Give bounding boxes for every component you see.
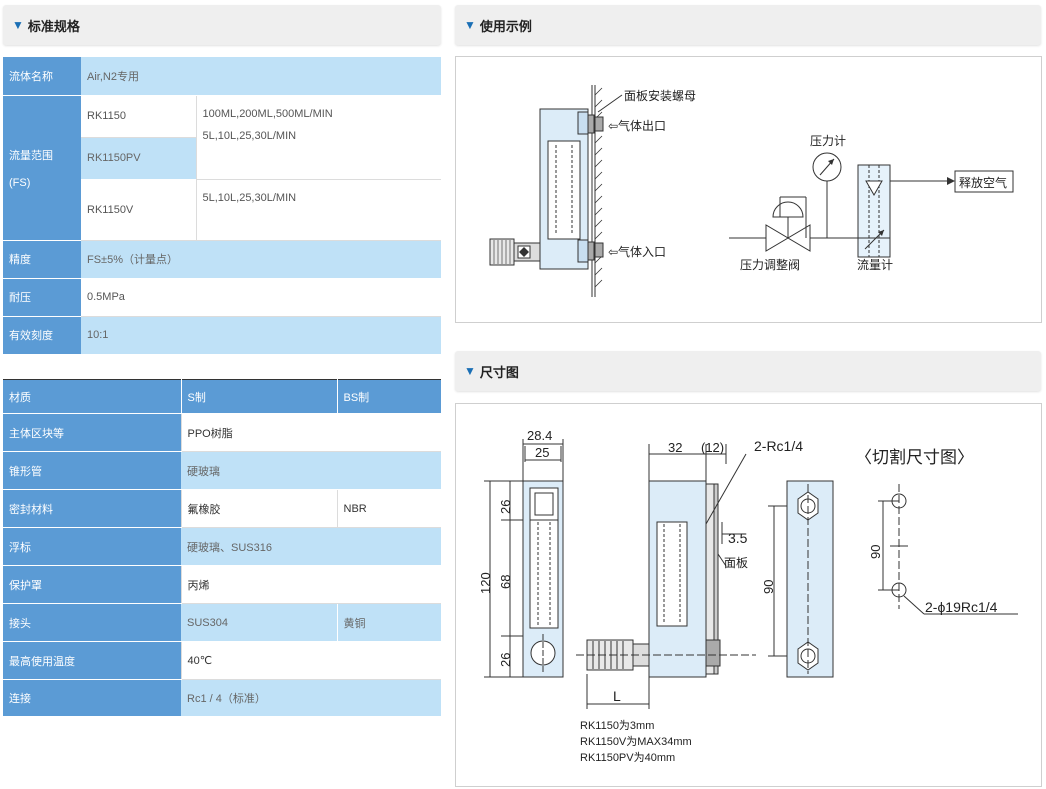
materials-table: 材质 S制 BS制 主体区块等 PPO树脂 锥形管 硬玻璃 密封材料 氟橡胶 N… (3, 379, 441, 717)
pressure-gauge-label: 压力计 (810, 134, 846, 148)
dim-120: 120 (478, 572, 493, 594)
fluid-label: 流体名称 (3, 57, 81, 96)
dims-header: ▼ 尺寸图 (455, 351, 1041, 391)
note-rk1150: RK1150为3mm (580, 719, 654, 732)
panel-label: 面板 (724, 556, 748, 570)
range-label-line1: 流量范围 (9, 149, 53, 162)
model-rk1150pv: RK1150PV (81, 137, 196, 180)
regulator-label: 压力调整阀 (740, 257, 800, 272)
pressure-label: 耐压 (3, 278, 81, 317)
mat-row-label: 连接 (3, 679, 181, 717)
range-label: 流量范围 (FS) (3, 95, 81, 241)
dim-32: 32 (668, 440, 682, 455)
triangle-down-icon: ▼ (464, 18, 476, 32)
dim-68: 68 (498, 575, 513, 589)
spec-title: 标准规格 (27, 18, 80, 34)
panel-screw-label: 面板安装螺母 (624, 88, 696, 103)
mat-row-bs: 黄铜 (336, 603, 441, 642)
dim-90: 90 (761, 580, 776, 594)
dims-diagram: 28.4 25 32 (12) 2-Rc1/4 〈切割尺寸图〉 120 26 6… (478, 428, 1018, 764)
range-2: 5L,10L,25,30L/MIN (202, 129, 297, 142)
mat-row-s: Rc1 / 4（标准） (181, 679, 441, 717)
accuracy-value: FS±5%（计量点） (81, 240, 441, 279)
release-air-label: 释放空气 (959, 175, 1007, 190)
mat-row-s: 氟橡胶 (180, 489, 337, 528)
mat-row-label: 保护罩 (3, 565, 181, 604)
dim-26-bottom: 26 (498, 653, 513, 667)
triangle-down-icon: ▼ (12, 18, 24, 32)
dim-L: L (613, 688, 621, 704)
range-3: 5L,10L,25,30L/MIN (195, 179, 441, 241)
pressure-value: 0.5MPa (81, 278, 441, 317)
model-rk1150v: RK1150V (81, 179, 196, 241)
accuracy-label: 精度 (3, 240, 81, 279)
gas-inlet-label: ⇦气体入口 (608, 244, 666, 259)
mat-row-label: 接头 (3, 603, 181, 642)
mat-row-s: 40℃ (180, 641, 441, 680)
mat-row-s: 丙烯 (180, 565, 441, 604)
dim-26-top: 26 (498, 500, 513, 514)
dim-25: 25 (535, 445, 549, 460)
cut-title: 〈切割尺寸图〉 (855, 448, 974, 467)
mat-header-s: S制 (180, 379, 337, 414)
dim-rc14: 2-Rc1/4 (754, 438, 803, 454)
dim-12: (12) (701, 440, 724, 455)
usage-header: ▼ 使用示例 (455, 5, 1041, 45)
hole-spec: 2-ϕ19Rc1/4 (925, 599, 998, 615)
scale-label: 有效刻度 (3, 316, 81, 355)
system-schematic (729, 152, 1014, 258)
gas-outlet-label: ⇦气体出口 (608, 118, 666, 133)
mat-row-s: SUS304 (181, 603, 337, 642)
mat-row-label: 密封材料 (3, 489, 181, 528)
triangle-down-icon: ▼ (464, 364, 476, 378)
dim-28-4: 28.4 (527, 428, 552, 443)
usage-panel: 面板安装螺母 ⇦气体出口 ⇦气体入口 (455, 56, 1042, 323)
mat-row-s: 硬玻璃、SUS316 (181, 527, 441, 566)
mat-row-label: 最高使用温度 (3, 641, 181, 680)
usage-diagram: 面板安装螺母 ⇦气体出口 ⇦气体入口 (489, 85, 1014, 297)
mat-row-label: 主体区块等 (3, 413, 181, 452)
fluid-value: Air,N2专用 (81, 57, 441, 96)
note-rk1150v: RK1150V为MAX34mm (580, 735, 692, 748)
mat-header-material: 材质 (3, 379, 181, 414)
model-rk1150: RK1150 (81, 95, 196, 138)
note-rk1150pv: RK1150PV为40mm (580, 751, 675, 764)
mat-row-label: 锥形管 (3, 451, 181, 490)
spec-header: ▼ 标准规格 (3, 5, 441, 45)
spec-table: 流体名称 Air,N2专用 流量范围 (FS) RK1150 100ML,200… (3, 57, 441, 355)
usage-title: 使用示例 (479, 18, 532, 34)
dim-3-5: 3.5 (728, 530, 748, 546)
scale-value: 10:1 (81, 316, 441, 355)
flowmeter-body (489, 108, 604, 270)
range-1: 100ML,200ML,500ML/MIN (202, 107, 333, 120)
mat-row-s: PPO树脂 (180, 413, 441, 452)
flowmeter-label: 流量计 (857, 258, 893, 272)
mat-header-bs: BS制 (336, 379, 441, 414)
range-values-1: 100ML,200ML,500ML/MIN 5L,10L,25,30L/MIN (195, 95, 441, 180)
dim-90-cut: 90 (868, 545, 883, 559)
dims-panel: 28.4 25 32 (12) 2-Rc1/4 〈切割尺寸图〉 120 26 6… (455, 403, 1042, 787)
range-label-line2: (FS) (9, 176, 31, 189)
dims-title: 尺寸图 (479, 364, 519, 380)
mat-row-s: 硬玻璃 (181, 451, 441, 490)
mat-row-bs: NBR (336, 489, 441, 528)
mat-row-label: 浮标 (3, 527, 181, 566)
